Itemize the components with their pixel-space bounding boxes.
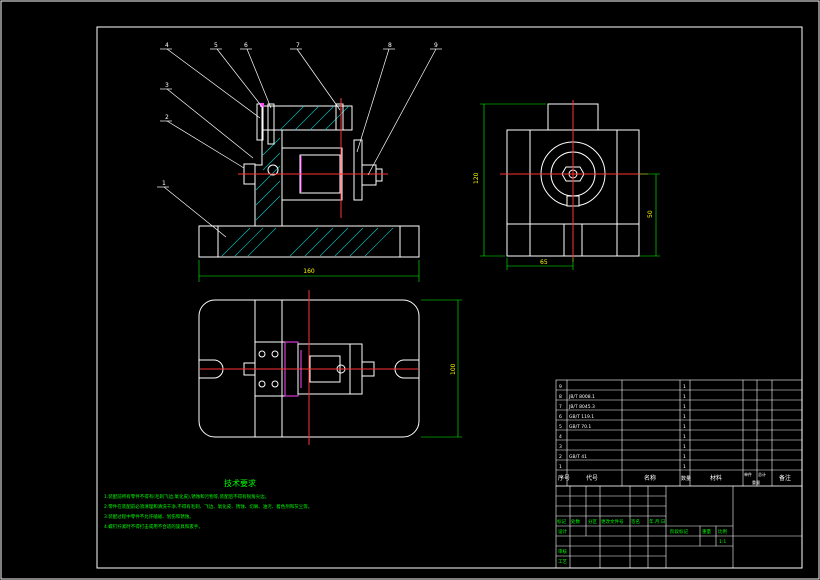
bom-cell-qty: 1 [683,464,686,470]
bom-cell-qty: 1 [683,394,686,400]
tb-role-design: 设计 [558,528,567,535]
bom-cell-qty: 1 [683,434,686,440]
bom-cell-no: 9 [559,384,562,390]
tb-role-review: 审核 [558,548,567,555]
callout-9: 9 [434,42,438,49]
callout-3: 3 [165,82,169,89]
tb-rev-date: 年.月.日 [649,518,665,525]
front-view: 160 [198,98,420,282]
callout-8: 8 [388,42,392,49]
tb-scale-value: 1:1 [719,539,726,545]
tb-role-process: 工艺 [558,559,567,565]
callout-2: 2 [165,114,169,121]
tech-req-line-3: 3.装配过程中零件不允许磕碰、划伤和锈蚀。 [104,513,194,520]
callout-labels: 4 5 6 7 8 9 3 2 1 [162,42,438,187]
bom-cell-qty: 1 [683,404,686,410]
bom-header-mat: 材料 [710,474,722,482]
bom-cell-no: 6 [559,414,562,420]
bom-header-total-weight: 总计 [758,471,766,477]
bom-cell-qty: 1 [683,454,686,460]
tb-weight: 重量 [702,528,711,535]
tech-requirements: 技术要求 1.装配前所有零件不得有(毛刺飞边,氧化皮),锈蚀和污物等,装配后不得… [104,478,312,530]
bom-rows: 9 1 8 JB/T 8008.1 1 7 JB/T 8045.3 1 6 GB/T 119.1 1… [559,384,686,470]
bom-header-name: 名称 [644,474,656,482]
bom-cell-code: JB/T 8008.1 [568,394,595,400]
bom-header-weight: 重量 [752,479,760,485]
bom-cell-qty: 1 [683,444,686,450]
callout-7: 7 [296,42,300,49]
bom-cell-qty: 1 [683,384,686,390]
bom-cell-no: 3 [559,444,562,450]
bom-cell-no: 2 [559,454,562,460]
bom-cell-code: GB/T 70.1 [569,424,591,430]
bom-cell-no: 1 [559,464,562,470]
bom-cell-code: GB/T 41 [569,454,587,460]
bom-header-note: 备注 [779,474,791,482]
bom-cell-code: GB/T 119.1 [569,414,594,420]
bom-cell-no: 8 [559,394,562,400]
bom-header-qty: 数量 [681,475,691,482]
bom-cell-qty: 1 [683,424,686,430]
callout-6: 6 [244,42,248,49]
callout-5: 5 [214,42,218,49]
dim-side-center: 50 [647,210,654,218]
callout-1: 1 [162,180,166,187]
tb-rev-doc: 更改文件号 [601,518,624,525]
top-view: 100 [198,290,462,445]
tb-rev-zone: 分区 [588,518,597,525]
bom-cell-no: 5 [559,424,562,430]
dim-side-height: 120 [473,172,480,184]
bom-header-no: 序号 [558,474,570,482]
tech-req-line-4: 4.螺钉拧紧时不得打击或用不合适的旋具和扳手。 [104,523,203,530]
dim-front-width: 160 [303,268,315,275]
dim-side-half-width: 65 [540,259,548,266]
bom-cell-code: JB/T 8045.3 [568,404,595,410]
bom-header: 序号 代号 名称 数量 材料 单件 总计 重量 备注 [558,471,791,485]
tb-scale-label: 比例 [718,528,727,535]
side-view: 120 50 65 [473,100,660,270]
title-block-labels: 标记 处数 分区 更改文件号 签名 年.月.日 设计 审核 工艺 阶段标记 重量… [557,518,727,565]
bom-header-unit-weight: 单件 [744,471,752,477]
tech-req-title: 技术要求 [224,478,256,488]
top-arm [261,105,353,131]
tech-req-line-1: 1.装配前所有零件不得有(毛刺飞边,氧化皮),锈蚀和污物等,装配后不得有锐角尖边… [104,493,269,500]
tb-stage: 阶段标记 [670,528,688,535]
base-hatch [221,227,394,257]
drawing-frame [96,26,803,569]
bom-cell-no: 7 [559,404,562,410]
bom-cell-no: 4 [559,434,562,440]
tech-req-line-2: 2.零件在装配前必须清理和清洗干净,不得有毛刺、飞边、氧化皮、锈蚀、切屑、油污、… [104,503,312,510]
bom-cell-qty: 1 [683,414,686,420]
callout-4: 4 [165,42,169,49]
dim-top-depth: 100 [450,363,457,375]
tb-rev-mark: 标记 [557,518,566,525]
tb-rev-sign: 签名 [631,518,640,525]
bom-header-code: 代号 [586,474,598,482]
title-block [555,485,803,569]
tb-rev-count: 处数 [571,518,580,525]
base-plate [198,225,420,258]
callout-leaders [163,48,437,238]
